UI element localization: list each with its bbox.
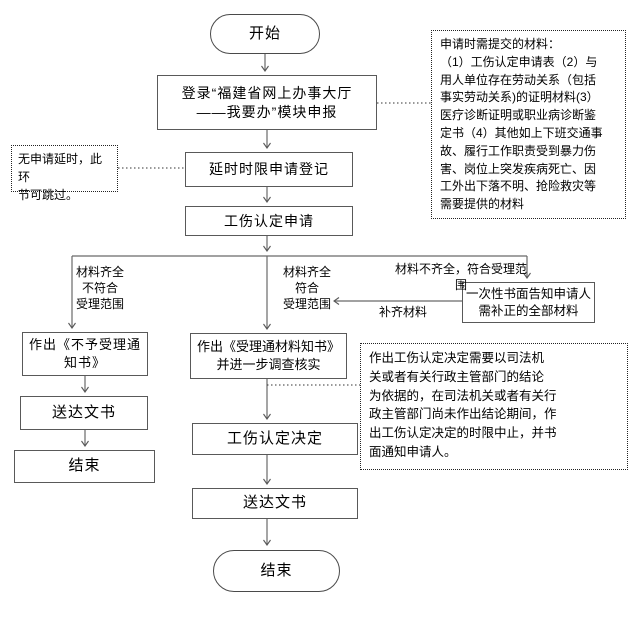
right-branch-label: 材料不齐全，符合受理范围 <box>394 262 527 292</box>
end-node: 结束 <box>213 550 340 592</box>
mid-branch-label: 材料齐全 符合 受理范围 <box>282 265 331 311</box>
login-node: 登录“福建省网上办事大厅 ——我要办”模块申报 <box>157 75 377 130</box>
accept-notice-node: 作出《受理通材料知书》 并进一步调查核实 <box>190 333 347 379</box>
reject-notice-node: 作出《不予受理通 知书》 <box>22 332 148 376</box>
start-node: 开始 <box>210 14 320 54</box>
supplement-label: 补齐材料 <box>378 305 427 319</box>
left-end-node: 结束 <box>14 450 155 483</box>
suspend-note: 作出工伤认定决定需要以司法机 关或者有关行政主管部门的结论 为依据的，在司法机关… <box>360 343 628 470</box>
materials-note: 申请时需提交的材料： （1）工伤认定申请表（2）与 用人单位存在劳动关系（包括 … <box>431 30 626 219</box>
left-deliver-node: 送达文书 <box>20 396 148 430</box>
skip-note: 无申请延时，此环 节可跳过。 <box>11 145 118 202</box>
left-branch-label: 材料齐全 不符合 受理范围 <box>75 265 124 311</box>
mid-deliver-node: 送达文书 <box>192 488 358 519</box>
delay-register-node: 延时时限申请登记 <box>185 152 353 187</box>
injury-apply-node: 工伤认定申请 <box>185 206 353 236</box>
onetime-inform-node: 一次性书面告知申请人 需补正的全部材料 <box>462 282 595 323</box>
decision-node: 工伤认定决定 <box>192 423 358 455</box>
